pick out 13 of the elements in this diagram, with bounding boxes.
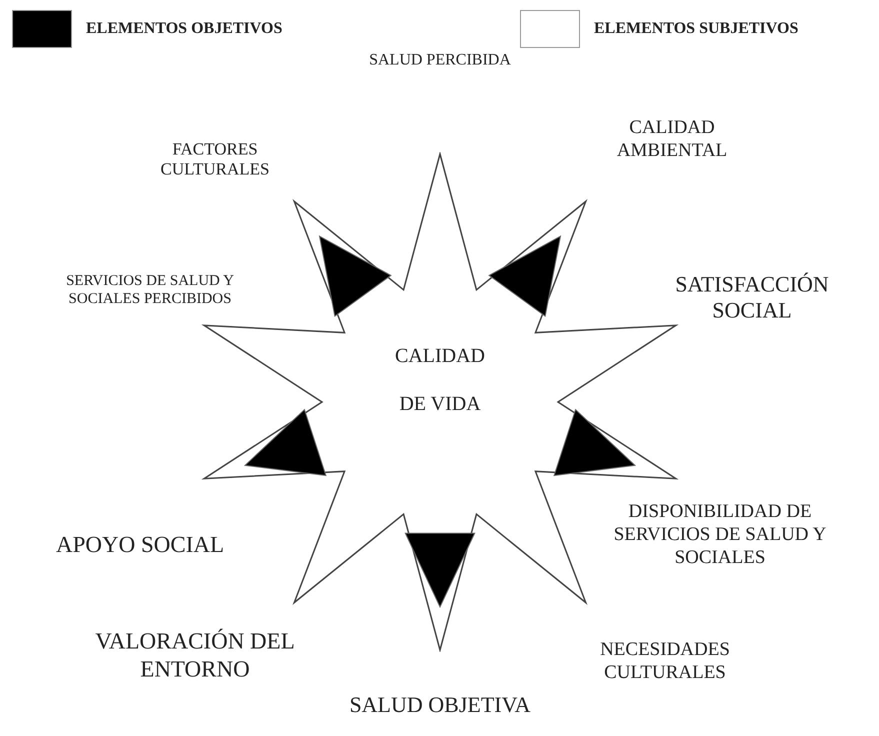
spike-label: NECESIDADES CULTURALES (599, 639, 731, 685)
legend-label: ELEMENTOS SUBJETIVOS (594, 20, 798, 38)
legend-label: ELEMENTOS OBJETIVOS (86, 20, 282, 38)
spike-label: DISPONIBILIDAD DE SERVICIOS DE SALUD Y SOCIALES (612, 500, 828, 570)
spike-label: SATISFACCIÓN SOCIAL (674, 272, 830, 324)
spike-label: SALUD PERCIBIDA (368, 50, 512, 70)
spike-label: CALIDAD AMBIENTAL (616, 117, 728, 163)
spike-label: APOYO SOCIAL (54, 531, 226, 559)
spike-label: SERVICIOS DE SALUD Y SOCIALES PERCIBIDOS (65, 272, 235, 308)
spike-label: FACTORES CULTURALES (160, 140, 270, 180)
spike-label: VALORACIÓN DEL ENTORNO (95, 627, 295, 683)
spike-label: SALUD OBJETIVA (348, 692, 532, 718)
center-title: CALIDAD DE VIDA (395, 344, 485, 417)
